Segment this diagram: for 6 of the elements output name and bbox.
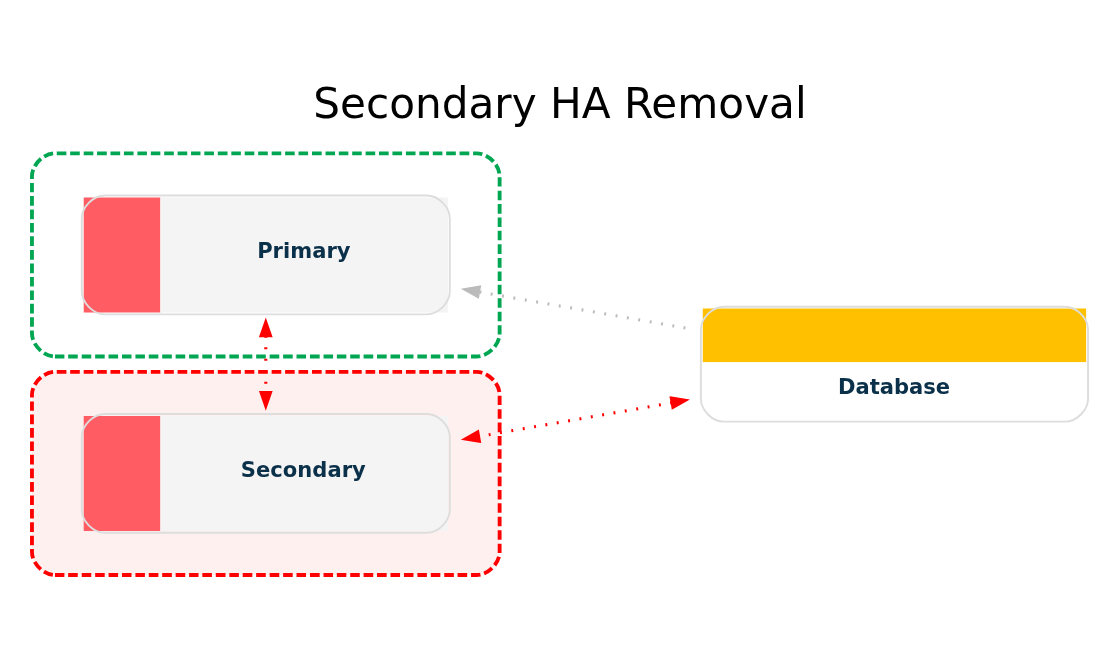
- arrow: [460, 396, 690, 444]
- arrow: [460, 285, 686, 330]
- cluster: [30, 369, 502, 577]
- cluster: [30, 151, 502, 359]
- arrow: [258, 317, 273, 411]
- diagram-title: Secondary HA Removal: [313, 79, 807, 129]
